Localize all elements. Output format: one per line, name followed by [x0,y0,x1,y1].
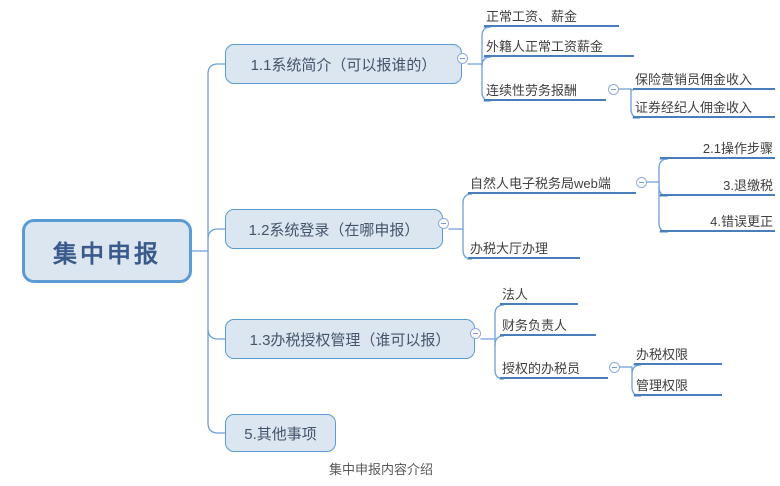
leaf-node-b2c1g3[interactable]: 4.错误更正 [660,208,775,232]
leaf-node-label: 办税大厅办理 [470,240,549,256]
leaf-node-label: 2.1操作步骤 [702,140,773,156]
leaf-node-b3c3g2[interactable]: 管理权限 [634,372,722,396]
leaf-node-b3c3[interactable]: 授权的办税员 [500,355,608,379]
leaf-node-b1c3g2[interactable]: 证券经纪人佣金收入 [633,94,775,118]
connector-line [207,422,226,434]
leaf-node-label: 办税权限 [636,346,689,362]
leaf-node-b3c2[interactable]: 财务负责人 [500,312,596,336]
leaf-node-b2c1g2[interactable]: 3.退缴税 [660,172,775,196]
connector-line [462,249,473,260]
leaf-node-b3c3g1[interactable]: 办税权限 [634,341,722,365]
leaf-node-label: 法人 [502,286,529,302]
collapse-toggle-b2c1[interactable] [636,177,647,188]
leaf-node-label: 自然人电子税务局web端 [470,175,611,191]
leaf-node-b2c1g1[interactable]: 2.1操作步骤 [660,135,775,159]
connector-line [631,364,642,375]
leaf-node-label: 证券经纪人佣金收入 [635,99,753,115]
connector-line [494,335,505,346]
leaf-node-label: 保险营销员佣金收入 [635,71,753,87]
branch-node-b2[interactable]: 1.2系统登录（在哪申报） [225,209,443,249]
leaf-node-b1c2[interactable]: 外籍人正常工资薪金 [484,33,634,57]
leaf-node-label: 财务负责人 [502,317,568,333]
branch-node-label: 5.其他事项 [244,425,317,443]
leaf-node-label: 外籍人正常工资薪金 [486,38,604,54]
connector-line [207,328,226,340]
branch-node-label: 1.2系统登录（在哪申报） [248,221,420,239]
leaf-node-b3c1[interactable]: 法人 [500,281,578,305]
leaf-node-b2c2[interactable]: 办税大厅办理 [468,235,580,259]
connector-line [481,56,492,67]
collapse-toggle-b1c3[interactable] [608,84,619,95]
leaf-node-label: 连续性劳务报酬 [486,82,578,98]
leaf-node-b1c3g1[interactable]: 保险营销员佣金收入 [633,66,775,90]
connector-line [462,193,473,204]
connector-line [494,369,505,380]
leaf-node-b1c3[interactable]: 连续性劳务报酬 [484,77,606,101]
connector-line [481,26,492,37]
branch-node-label: 1.3办税授权管理（谁可以报） [249,331,451,349]
leaf-node-label: 授权的办税员 [502,360,581,376]
collapse-toggle-b1[interactable] [457,53,468,64]
diagram-caption: 集中申报内容介绍 [329,462,434,477]
connector-line [494,304,505,315]
leaf-node-label: 正常工资、薪金 [486,8,578,24]
root-node-central-topic[interactable]: 集中申报 [22,219,192,283]
collapse-toggle-b3[interactable] [470,328,481,339]
collapse-toggle-b3c3[interactable] [609,362,620,373]
connector-line [207,63,226,75]
root-node-label: 集中申报 [53,240,161,268]
leaf-node-label: 3.退缴税 [723,177,773,193]
branch-node-b4[interactable]: 5.其他事项 [225,414,336,452]
leaf-node-label: 4.错误更正 [710,213,773,229]
leaf-node-label: 管理权限 [636,377,689,393]
leaf-node-b1c1[interactable]: 正常工资、薪金 [484,3,619,27]
branch-node-b3[interactable]: 1.3办税授权管理（谁可以报） [225,319,475,359]
collapse-toggle-b2[interactable] [438,218,449,229]
leaf-node-b2c1[interactable]: 自然人电子税务局web端 [468,170,636,194]
connector-line [207,228,226,240]
branch-node-b1[interactable]: 1.1系统简介（可以报谁的） [225,44,462,84]
branch-node-label: 1.1系统简介（可以报谁的） [250,56,437,74]
connector-line [658,158,669,169]
